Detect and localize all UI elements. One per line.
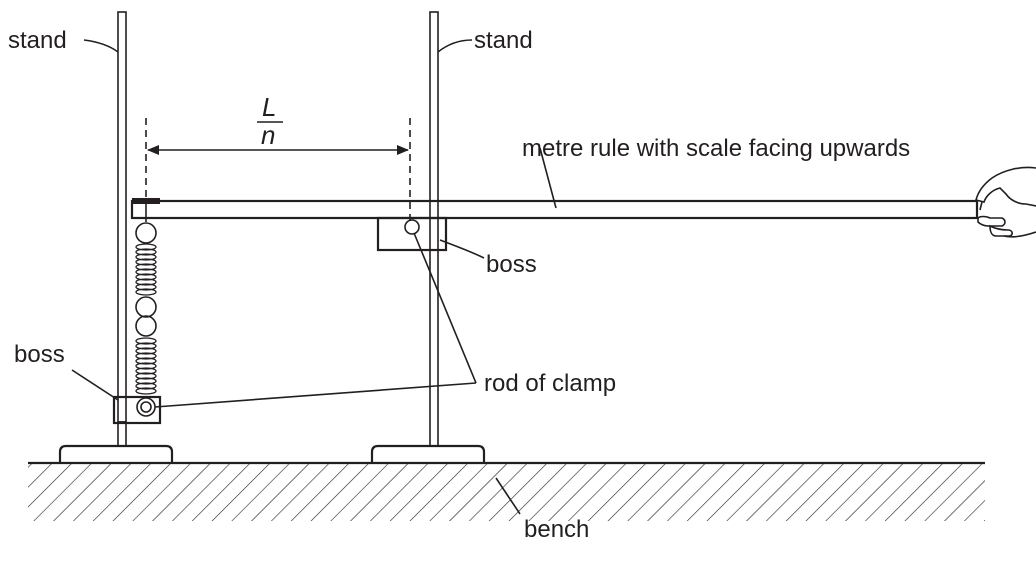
label-metre-rule: metre rule with scale facing upwards xyxy=(522,135,910,162)
spring-coil-top xyxy=(135,243,157,296)
label-stand-right: stand xyxy=(474,27,533,54)
spring-coil-turn xyxy=(135,248,157,256)
bench xyxy=(28,461,985,521)
label-boss-left: boss xyxy=(14,341,65,368)
spring-coil-turn xyxy=(135,347,157,355)
leader-boss-right xyxy=(439,239,485,259)
leader-rod-right xyxy=(413,232,477,384)
spring-coil-turn xyxy=(135,367,157,375)
spring-coil-turn xyxy=(135,377,157,385)
spring-coil-turn xyxy=(135,253,157,261)
leader-bench xyxy=(495,477,521,515)
leader-stand-right xyxy=(437,39,473,53)
spring-coil-turn xyxy=(135,372,157,380)
label-boss-right: boss xyxy=(486,251,537,278)
right-clamp-rod xyxy=(404,219,420,235)
spring-coil-turn xyxy=(135,288,157,296)
spring-coil-turn xyxy=(135,283,157,291)
left-clamp-rod-inner xyxy=(140,401,152,413)
spring-coil-turn xyxy=(135,357,157,365)
spring-coil-turn xyxy=(135,387,157,395)
label-rod-of-clamp: rod of clamp xyxy=(484,370,616,397)
left-boss xyxy=(112,395,162,425)
spring-coil-turn xyxy=(135,352,157,360)
spring-coil-turn xyxy=(135,342,157,350)
spring-coil-turn xyxy=(135,243,157,251)
spring-coil-bottom xyxy=(135,337,157,395)
spring-coil-turn xyxy=(135,263,157,271)
hand-icon xyxy=(975,166,1036,238)
label-stand-left: stand xyxy=(8,27,67,54)
spring-coil-turn xyxy=(135,273,157,281)
spring-coil-turn xyxy=(135,258,157,266)
leader-boss-left xyxy=(71,369,119,401)
rule-clip xyxy=(132,198,160,204)
leader-rod-left xyxy=(154,382,477,408)
spring-coil-turn xyxy=(135,278,157,286)
leader-stand-left xyxy=(83,39,119,53)
spring-coil-turn xyxy=(135,382,157,390)
spring-assembly xyxy=(135,204,157,395)
label-bench: bench xyxy=(524,516,589,543)
spring-coil-turn xyxy=(135,362,157,370)
spring-coil-turn xyxy=(135,268,157,276)
label-length-numerator: L xyxy=(262,92,276,122)
spring-coil-turn xyxy=(135,337,157,345)
leader-metre-rule xyxy=(539,147,557,209)
right-stand xyxy=(370,11,486,463)
left-clamp-rod xyxy=(136,397,156,417)
label-length-denominator: n xyxy=(261,120,275,150)
